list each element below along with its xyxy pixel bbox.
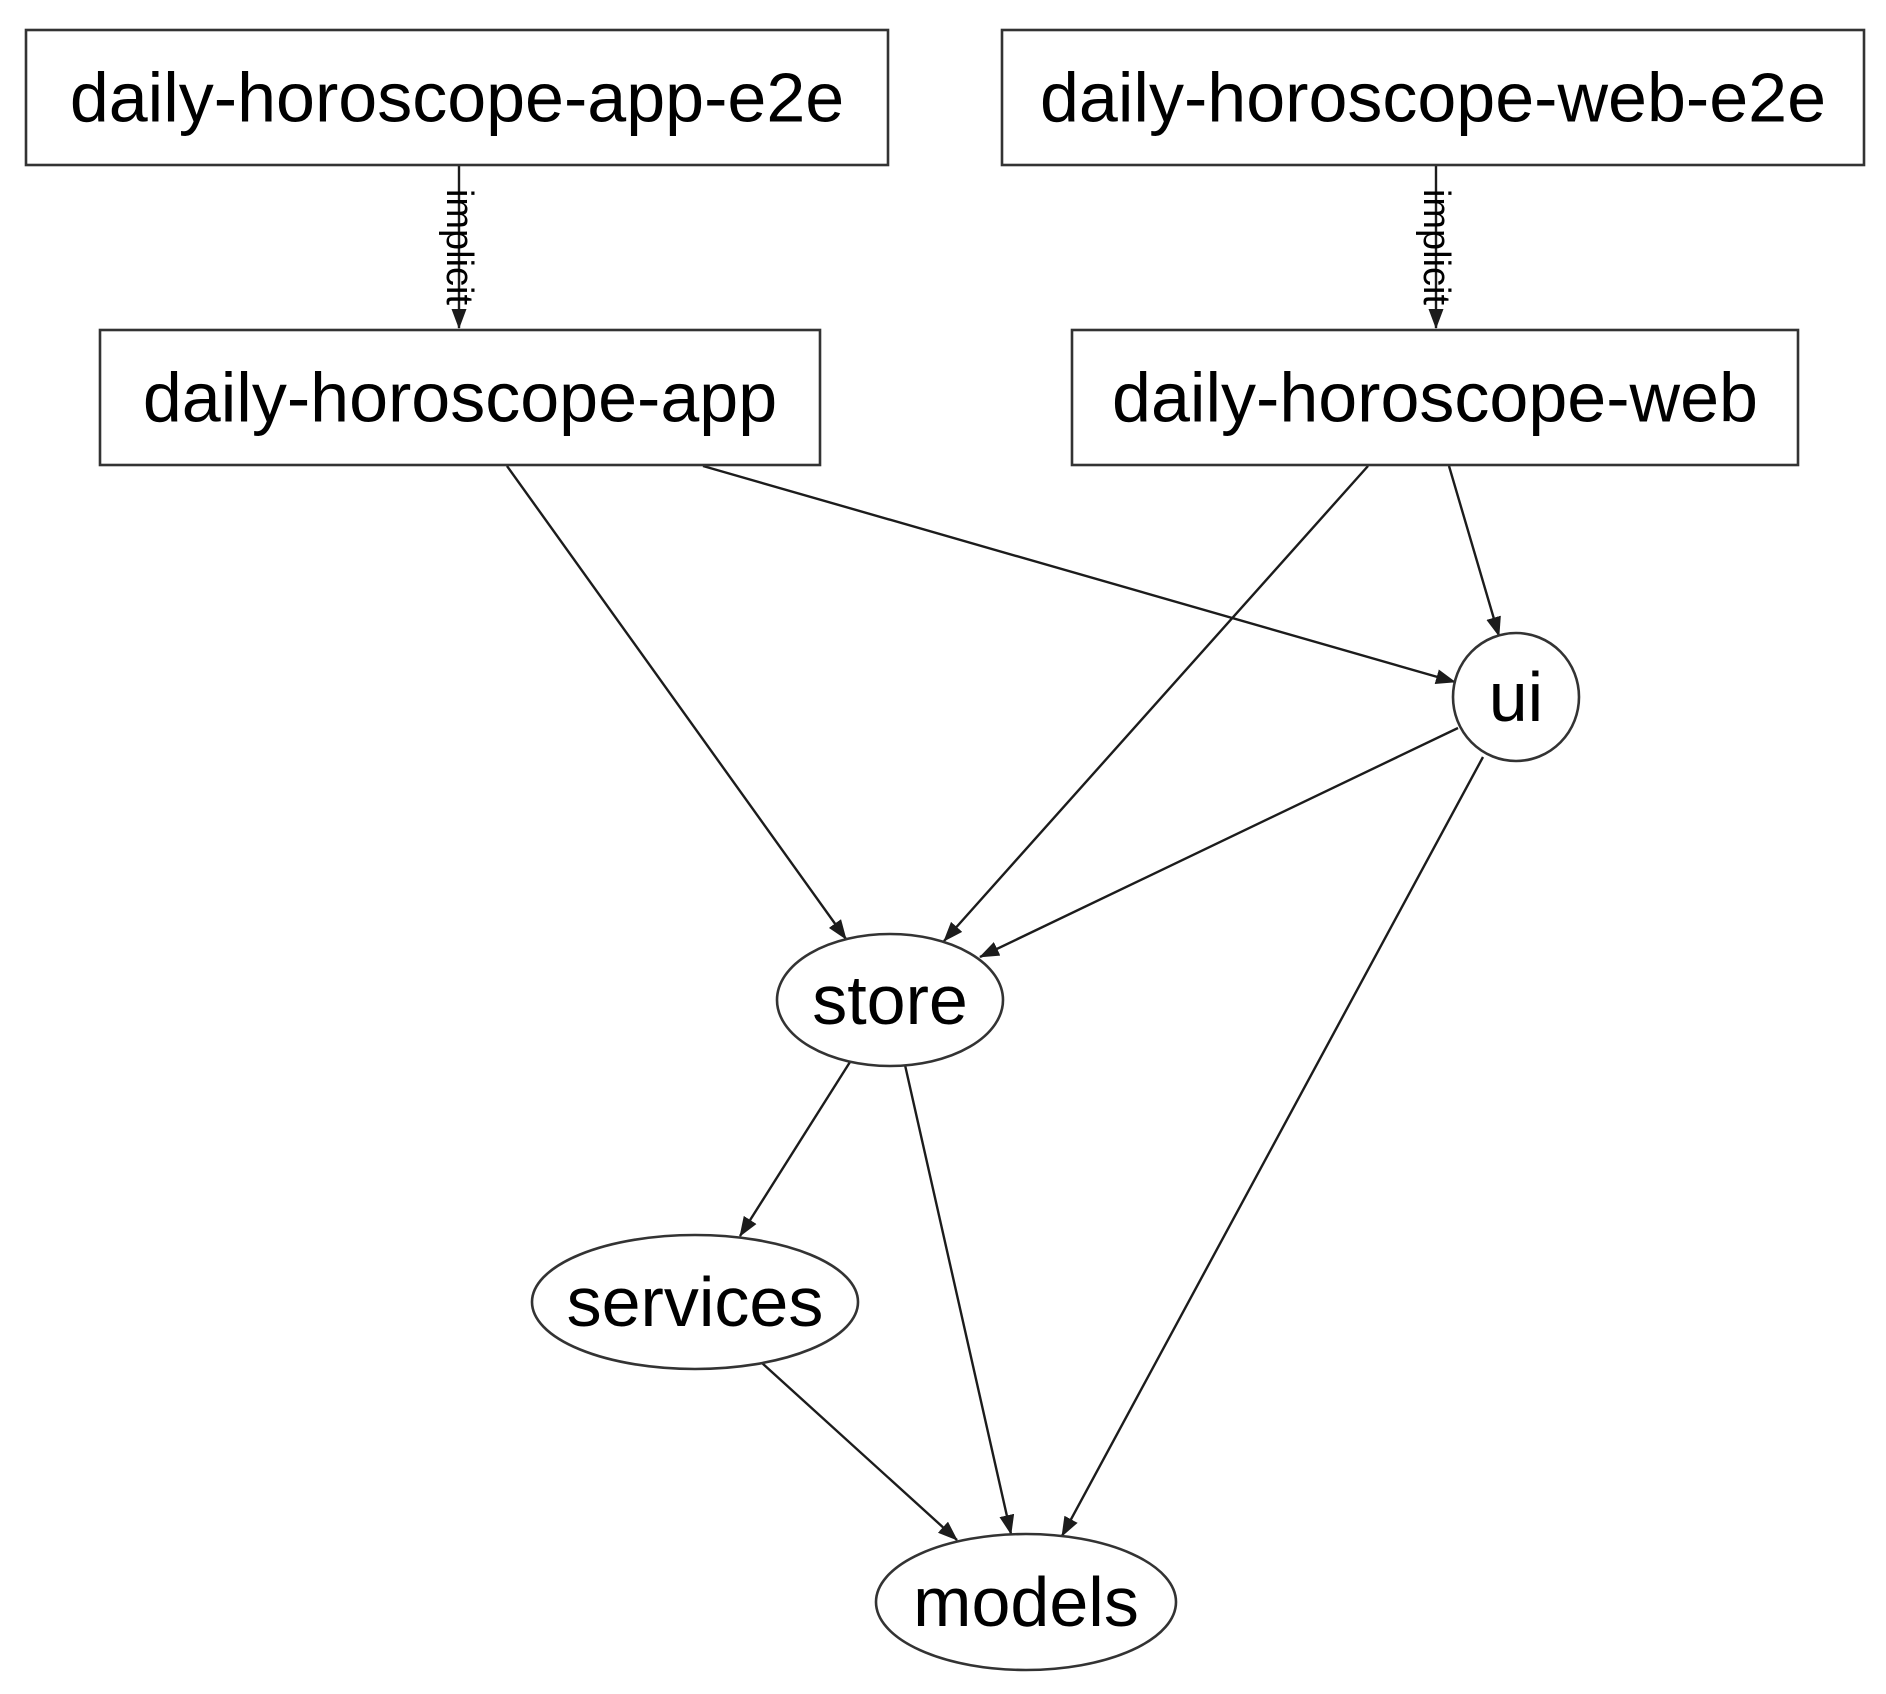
- node-ui: ui: [1451, 631, 1581, 763]
- edge-label-implicit: implicit: [438, 189, 480, 306]
- edge-ui-to-models: [1060, 756, 1485, 1537]
- edge-daily-horoscope-web-to-ui: [1447, 465, 1501, 637]
- node-daily-horoscope-app-e2e: daily-horoscope-app-e2e: [24, 28, 890, 167]
- edge-label-implicit: implicit: [1415, 189, 1457, 306]
- node-daily-horoscope-web-e2e: daily-horoscope-web-e2e: [1000, 28, 1866, 167]
- edges-layer: [451, 166, 1501, 1541]
- node-store: store: [775, 932, 1005, 1068]
- node-box-daily-horoscope-app-e2e: [24, 28, 890, 167]
- node-box-daily-horoscope-app: [98, 328, 822, 467]
- node-models: models: [874, 1532, 1178, 1672]
- nodes-layer: daily-horoscope-app-e2e daily-horoscope-w…: [24, 28, 1866, 1672]
- edge-daily-horoscope-web-to-store: [943, 465, 1369, 942]
- node-services: services: [530, 1233, 860, 1371]
- edge-daily-horoscope-app-to-ui: [702, 464, 1456, 684]
- node-ellipse-models: [874, 1532, 1178, 1672]
- node-daily-horoscope-app: daily-horoscope-app: [98, 328, 822, 467]
- edge-daily-horoscope-app-to-store: [506, 465, 847, 940]
- node-label-daily-horoscope-app: daily-horoscope-app: [143, 359, 777, 437]
- node-label-models: models: [913, 1563, 1139, 1641]
- node-ellipse-ui: [1451, 631, 1581, 763]
- node-box-daily-horoscope-web: [1070, 328, 1800, 467]
- edge-services-to-models: [761, 1362, 958, 1541]
- edge-ui-to-store: [979, 726, 1459, 959]
- edge-labels-layer: implicit implicit: [438, 189, 1457, 306]
- node-label-services: services: [567, 1263, 824, 1341]
- node-label-daily-horoscope-app-e2e: daily-horoscope-app-e2e: [70, 59, 844, 137]
- edge-store-to-services: [738, 1061, 852, 1237]
- node-ellipse-services: [530, 1233, 860, 1371]
- node-box-daily-horoscope-web-e2e: [1000, 28, 1866, 167]
- edge-store-to-models: [903, 1064, 1015, 1535]
- node-label-daily-horoscope-web-e2e: daily-horoscope-web-e2e: [1040, 59, 1826, 137]
- node-daily-horoscope-web: daily-horoscope-web: [1070, 328, 1800, 467]
- node-label-store: store: [812, 961, 968, 1039]
- node-ellipse-store: [775, 932, 1005, 1068]
- node-label-ui: ui: [1489, 658, 1543, 736]
- node-label-daily-horoscope-web: daily-horoscope-web: [1112, 359, 1758, 437]
